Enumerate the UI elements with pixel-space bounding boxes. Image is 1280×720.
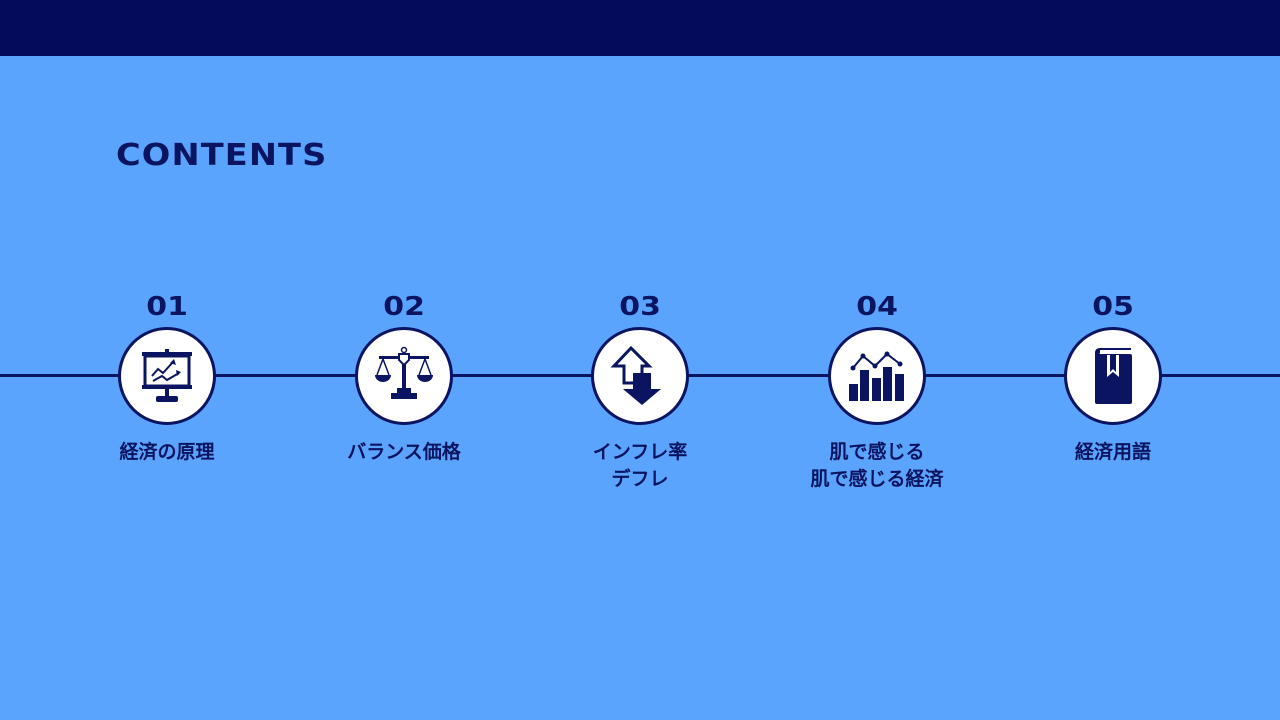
step-label: 経済用語 (1074, 441, 1151, 463)
presentation-chart-icon (142, 349, 192, 402)
page-title: CONTENTS (116, 138, 328, 173)
step-number: 05 (1092, 292, 1134, 322)
step-icon-circle (828, 327, 926, 425)
contents-item-2[interactable]: 02 バランス価格 (304, 290, 504, 466)
step-icon-circle (1064, 327, 1162, 425)
step-label: バランス価格 (347, 441, 461, 463)
step-label: 経済の原理 (119, 441, 215, 463)
top-bar (0, 0, 1280, 56)
contents-item-5[interactable]: 05 経済用語 (1013, 290, 1213, 466)
contents-item-1[interactable]: 01 経済の原理 (67, 290, 267, 466)
step-icon-circle (118, 327, 216, 425)
bookmark-book-icon (1095, 348, 1132, 404)
step-number: 04 (856, 292, 898, 322)
step-label: 肌で感じる 肌で感じる経済 (810, 441, 944, 490)
contents-item-4[interactable]: 04 肌で感じる 肌で感じる経済 (777, 290, 977, 493)
bar-line-chart-icon (849, 351, 904, 401)
step-label: インフレ率 デフレ (592, 441, 688, 490)
step-icon-circle (355, 327, 453, 425)
step-number: 01 (146, 292, 188, 322)
contents-item-3[interactable]: 03 インフレ率 デフレ (540, 290, 740, 493)
balance-scale-icon (375, 346, 433, 399)
step-number: 02 (383, 292, 425, 322)
up-down-arrows-icon (610, 345, 661, 405)
step-icon-circle (591, 327, 689, 425)
step-number: 03 (619, 292, 661, 322)
